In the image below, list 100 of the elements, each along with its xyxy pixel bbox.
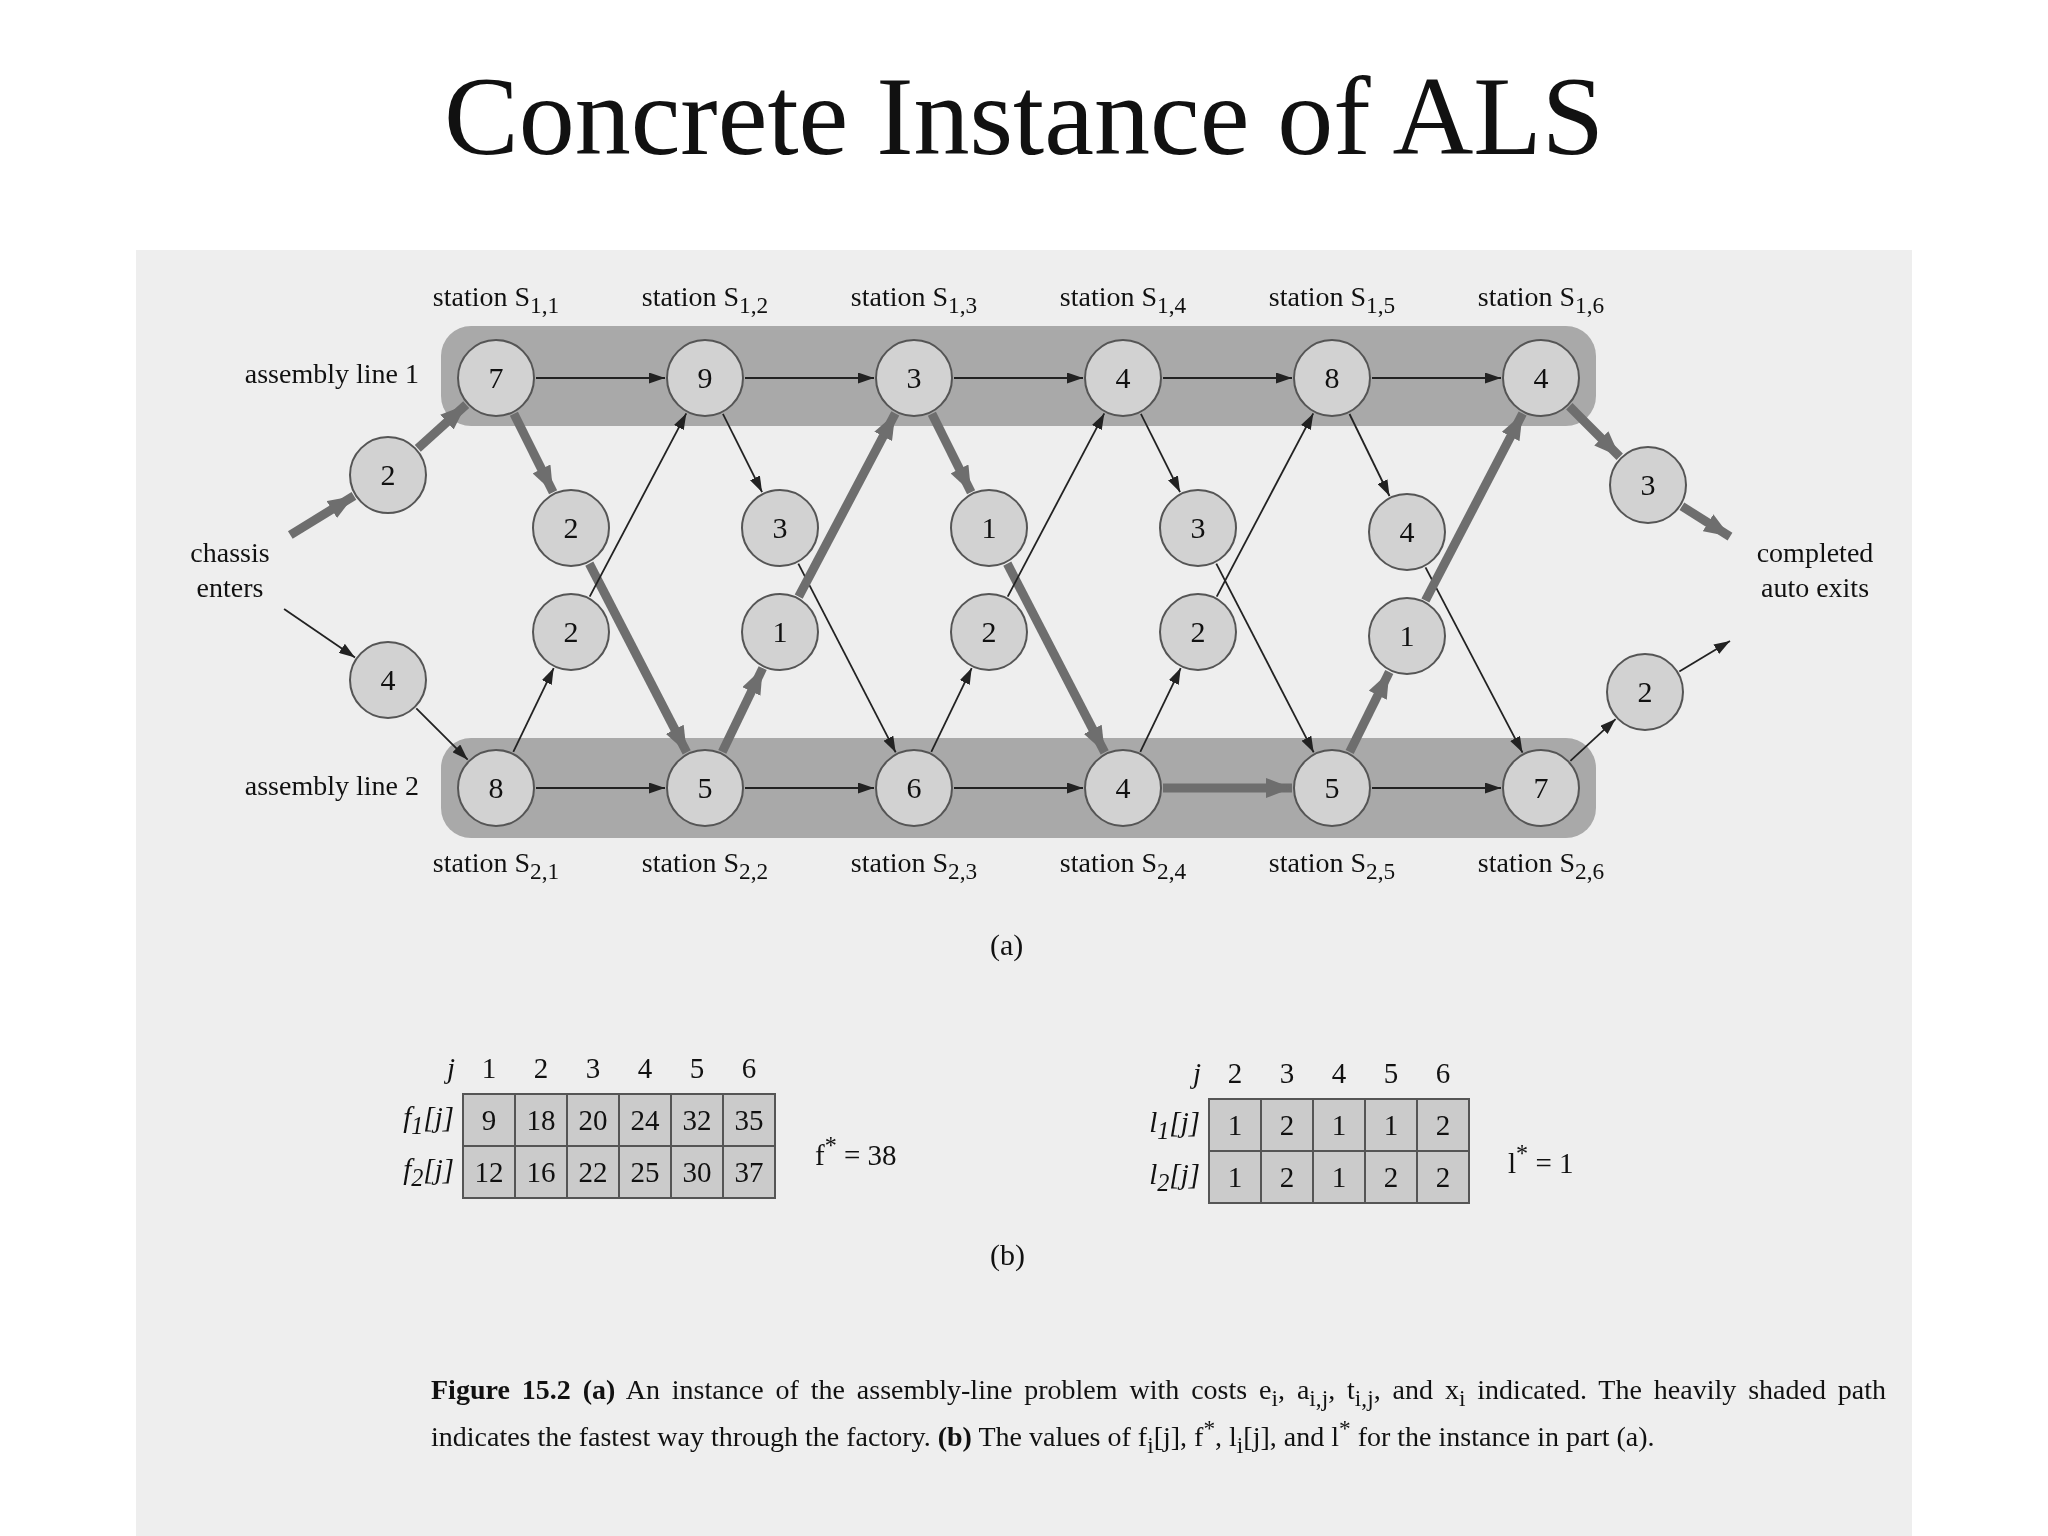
arrow	[744, 372, 875, 384]
arrow	[1371, 782, 1502, 794]
number-label: 2	[981, 615, 997, 649]
station-label: station S$_{1,3}$	[849, 281, 979, 319]
column-header: 4	[619, 1043, 671, 1094]
column-header: 3	[567, 1043, 619, 1094]
row-label: f$_{1}$[j]	[384, 1094, 463, 1146]
row-label: f$_{2}$[j]	[384, 1146, 463, 1198]
number-label: 2	[380, 458, 396, 492]
column-header: 5	[671, 1043, 723, 1094]
table-cell: 24	[619, 1094, 671, 1146]
number-label: 8	[488, 771, 504, 805]
number-label: 1	[981, 511, 997, 545]
number-label: 6	[906, 771, 922, 805]
station-label: station S$_{1,6}$	[1476, 281, 1606, 319]
table-cell: 2	[1417, 1151, 1469, 1203]
table-cell: 1	[1313, 1099, 1365, 1151]
table-cell: 2	[1417, 1099, 1469, 1151]
station-label: station S$_{2,6}$	[1476, 847, 1606, 885]
arrow	[535, 782, 666, 794]
table-cell: 20	[567, 1094, 619, 1146]
figure-caption: Figure 15.2 (a) An instance of the assembly-line problem with costs e$_{i}$, a$_{i,j}$, t$_{i,j}$, and x$_{i}$ indicated. The heavily shaded path indicates the fastest way through the factory. (b) The values of f$_{i}$[j], f$^{*}$, l$_{i}$[j], and l$^{*}$ for the instance in part (a).	[431, 1373, 1886, 1460]
table-cell: 2	[1365, 1151, 1417, 1203]
station-label: station S$_{2,4}$	[1058, 847, 1188, 885]
table-cell: 37	[723, 1146, 775, 1198]
number-label: 9	[697, 361, 713, 395]
number-label: 1	[772, 615, 788, 649]
column-header: 6	[723, 1043, 775, 1094]
arrow	[1678, 640, 1731, 673]
number-label: 2	[563, 615, 579, 649]
number-label: 5	[697, 771, 713, 805]
panel-label: (b)	[990, 1238, 1025, 1272]
number-label: 2	[563, 511, 579, 545]
number-label: 1	[1399, 619, 1415, 653]
arrow	[588, 412, 688, 598]
arrow	[1162, 372, 1293, 384]
table-cell: 25	[619, 1146, 671, 1198]
arrow	[1215, 562, 1315, 754]
arrow	[744, 782, 875, 794]
table-cell: 12	[463, 1146, 515, 1198]
arrow	[1139, 667, 1182, 753]
shaded-path-arrow	[1566, 403, 1623, 460]
number-label: 3	[1640, 468, 1656, 502]
arrow	[722, 412, 763, 494]
arrow	[1215, 412, 1315, 598]
row-label: l$_{1}$[j]	[1130, 1099, 1209, 1151]
station-label: station S$_{1,4}$	[1058, 281, 1188, 319]
shaded-path-arrow	[1421, 411, 1527, 603]
column-header: 2	[1209, 1048, 1261, 1099]
shaded-path-arrow	[509, 411, 558, 495]
number-label: 4	[1115, 361, 1131, 395]
arrow	[1140, 412, 1181, 494]
number-label: 5	[1324, 771, 1340, 805]
table-cell: 18	[515, 1094, 567, 1146]
station-label: station S$_{2,5}$	[1267, 847, 1397, 885]
arrow	[1569, 718, 1617, 762]
arrow	[930, 667, 973, 753]
number-label: 4	[1533, 361, 1549, 395]
number-label: 7	[1533, 771, 1549, 805]
arrow	[512, 667, 555, 753]
title: Concrete Instance of ALS	[442, 55, 1606, 179]
number-label: 4	[1115, 771, 1131, 805]
number-label: 2	[1637, 675, 1653, 709]
shaded-path-arrow	[1163, 778, 1292, 798]
shaded-path-arrow	[718, 666, 767, 754]
table-cell: 16	[515, 1146, 567, 1198]
table-cell: 1	[1365, 1099, 1417, 1151]
table-cell: 1	[1313, 1151, 1365, 1203]
table-cell: 32	[671, 1094, 723, 1146]
table-cell: 30	[671, 1146, 723, 1198]
number-label: 3	[772, 511, 788, 545]
table-cell: 9	[463, 1094, 515, 1146]
arrow	[283, 608, 356, 659]
number-label: 7	[488, 361, 504, 395]
arrow	[953, 372, 1084, 384]
shaded-path-arrow	[585, 561, 691, 755]
station-label: station S$_{1,1}$	[431, 281, 561, 319]
station-label: station S$_{2,3}$	[849, 847, 979, 885]
column-header: 6	[1417, 1048, 1469, 1099]
table-header: j	[384, 1043, 463, 1094]
arrow	[535, 372, 666, 384]
table-cell: 2	[1261, 1099, 1313, 1151]
arrow	[953, 782, 1084, 794]
number-label: 8	[1324, 361, 1340, 395]
arrow	[1348, 413, 1391, 497]
panel-label: (a)	[990, 928, 1024, 962]
arrow	[1424, 566, 1524, 754]
result-label: f$^{*}$ = 38	[815, 1132, 897, 1172]
shaded-path-arrow	[1345, 669, 1394, 755]
column-header: 3	[1261, 1048, 1313, 1099]
number-label: 3	[1190, 511, 1206, 545]
shaded-path-arrow	[794, 411, 900, 599]
table-cell: 35	[723, 1094, 775, 1146]
shaded-path-arrow	[1679, 502, 1733, 541]
table-cell: 1	[1209, 1099, 1261, 1151]
column-header: 1	[463, 1043, 515, 1094]
shaded-path-arrow	[287, 492, 357, 539]
flow-label: chassis enters	[189, 536, 271, 605]
table-cell: 22	[567, 1146, 619, 1198]
arrow	[1371, 372, 1502, 384]
